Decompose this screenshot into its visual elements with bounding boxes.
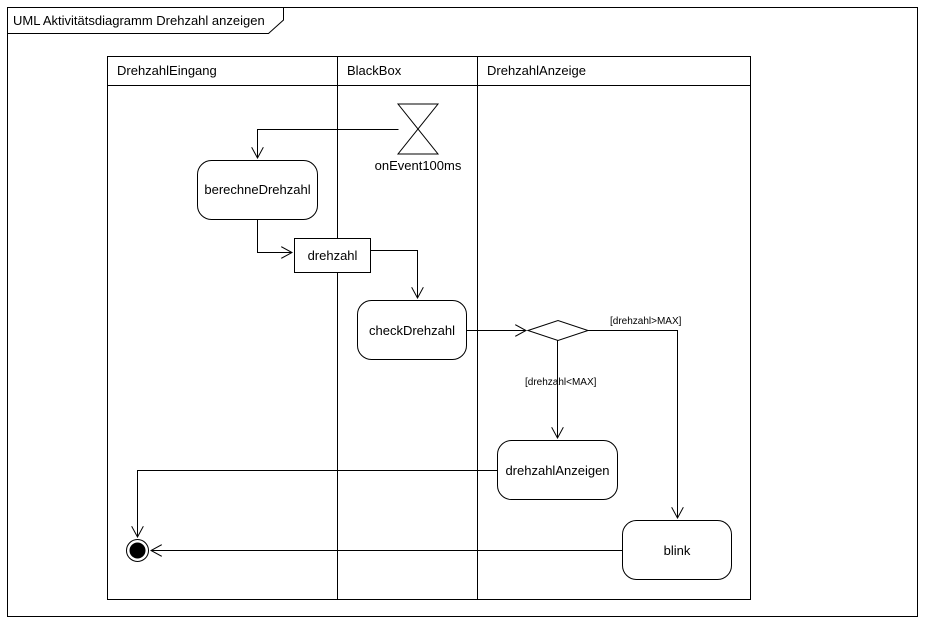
object-node-label: drehzahl: [308, 248, 358, 263]
hourglass-icon: [396, 103, 440, 155]
object-node-drehzahl: drehzahl: [294, 238, 371, 273]
action-label: berechneDrehzahl: [204, 182, 310, 197]
guard-over-max: [drehzahl>MAX]: [610, 316, 682, 327]
final-node: [126, 539, 149, 562]
flow-berechne-to-drehzahl: [257, 219, 293, 253]
action-berechne-drehzahl: berechneDrehzahl: [197, 160, 318, 220]
swimlane-header-drehzahleingang: DrehzahlEingang: [117, 63, 217, 78]
swimlane-header-drehzahlanzeige: DrehzahlAnzeige: [487, 63, 586, 78]
control-flows: [138, 129, 678, 551]
action-drehzahl-anzeigen: drehzahlAnzeigen: [497, 440, 618, 500]
diagram-frame: UML Aktivitätsdiagramm Drehzahl anzeigen: [7, 7, 918, 617]
decision-node: [526, 319, 590, 342]
frame-title: UML Aktivitätsdiagramm Drehzahl anzeigen: [13, 13, 265, 28]
flow-decision-to-blink: [588, 330, 678, 519]
flow-anzeigen-to-final: [138, 470, 498, 538]
swimlane-header-blackbox: BlackBox: [347, 63, 402, 78]
action-label: drehzahlAnzeigen: [505, 463, 609, 478]
action-label: blink: [664, 543, 691, 558]
swimlane-container: DrehzahlEingang BlackBox DrehzahlAnzeige: [107, 56, 751, 600]
timer-event-label: onEvent100ms: [375, 158, 462, 173]
flow-drehzahl-to-check: [370, 250, 418, 299]
timer-event-node: onEvent100ms: [375, 103, 462, 173]
guard-under-max: [drehzahl<MAX]: [525, 377, 597, 388]
action-label: checkDrehzahl: [369, 323, 455, 338]
action-blink: blink: [622, 520, 732, 580]
flow-timer-to-berechne: [258, 129, 399, 159]
action-check-drehzahl: checkDrehzahl: [357, 300, 467, 360]
